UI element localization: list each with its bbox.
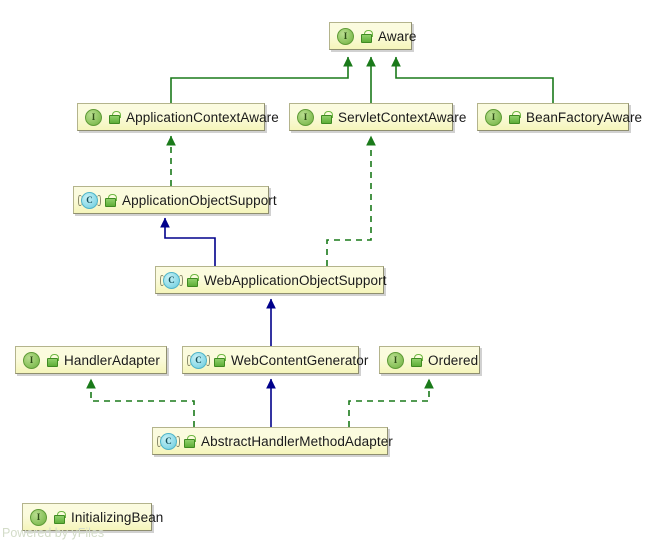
- yfiles-watermark: Powered by yFiles: [2, 526, 105, 540]
- class-node-aware[interactable]: I Aware: [329, 22, 416, 50]
- interface-icon: I: [387, 351, 404, 369]
- lock-public-icon: [53, 510, 66, 524]
- class-icon: C: [157, 432, 180, 450]
- class-node-label: HandlerAdapter: [64, 352, 160, 368]
- class-icon: C: [78, 191, 101, 209]
- edge-beanfactoryaware-to-aware: [391, 56, 554, 103]
- class-node-label: ServletContextAware: [338, 109, 467, 125]
- lock-public-icon: [508, 110, 521, 124]
- class-node-webcontentgen[interactable]: C WebContentGenerator: [182, 346, 368, 374]
- interface-icon: I: [297, 108, 314, 126]
- class-node-appobjsupport[interactable]: C ApplicationObjectSupport: [73, 186, 277, 214]
- lock-public-icon: [186, 273, 199, 287]
- class-node-handleradapter[interactable]: I HandlerAdapter: [15, 346, 167, 374]
- interface-icon: I: [485, 108, 502, 126]
- lock-public-icon: [104, 193, 117, 207]
- class-node-label: InitializingBean: [71, 509, 164, 525]
- class-node-abstracthma[interactable]: C AbstractHandlerMethodAdapter: [152, 427, 393, 455]
- class-node-label: ApplicationContextAware: [126, 109, 279, 125]
- class-icon: C: [187, 351, 210, 369]
- class-node-label: Ordered: [428, 352, 479, 368]
- edge-webapplicationobjectsupport-to-servletcontextaware: [326, 135, 376, 266]
- lock-public-icon: [46, 353, 59, 367]
- class-node-label: ApplicationObjectSupport: [122, 192, 277, 208]
- interface-icon: I: [23, 351, 40, 369]
- class-node-label: WebApplicationObjectSupport: [204, 272, 387, 288]
- lock-public-icon: [320, 110, 333, 124]
- interface-icon: I: [85, 108, 102, 126]
- lock-public-icon: [213, 353, 226, 367]
- interface-icon: I: [337, 27, 354, 45]
- class-node-servletctxaware[interactable]: I ServletContextAware: [289, 103, 466, 131]
- class-node-beanfactoryaware[interactable]: I BeanFactoryAware: [477, 103, 642, 131]
- edge-abstracthandlermethodadapter-to-handleradapter: [86, 378, 195, 427]
- class-node-label: Aware: [378, 28, 417, 44]
- edge-applicationcontextaware-to-aware: [170, 56, 353, 103]
- class-node-appctxaware[interactable]: I ApplicationContextAware: [77, 103, 279, 131]
- lock-public-icon: [108, 110, 121, 124]
- class-node-webappobjsupport[interactable]: C WebApplicationObjectSupport: [155, 266, 387, 294]
- lock-public-icon: [360, 29, 373, 43]
- class-node-initializingbean[interactable]: I InitializingBean: [22, 503, 163, 531]
- class-icon: C: [160, 271, 183, 289]
- lock-public-icon: [410, 353, 423, 367]
- class-node-ordered[interactable]: I Ordered: [379, 346, 480, 374]
- interface-icon: I: [30, 508, 47, 526]
- lock-public-icon: [183, 434, 196, 448]
- edge-abstracthandlermethodadapter-to-ordered: [348, 378, 434, 427]
- edge-webapplicationobjectsupport-to-applicationobjectsupport: [160, 217, 216, 266]
- class-node-label: BeanFactoryAware: [526, 109, 643, 125]
- class-node-label: AbstractHandlerMethodAdapter: [201, 433, 393, 449]
- class-node-label: WebContentGenerator: [231, 352, 369, 368]
